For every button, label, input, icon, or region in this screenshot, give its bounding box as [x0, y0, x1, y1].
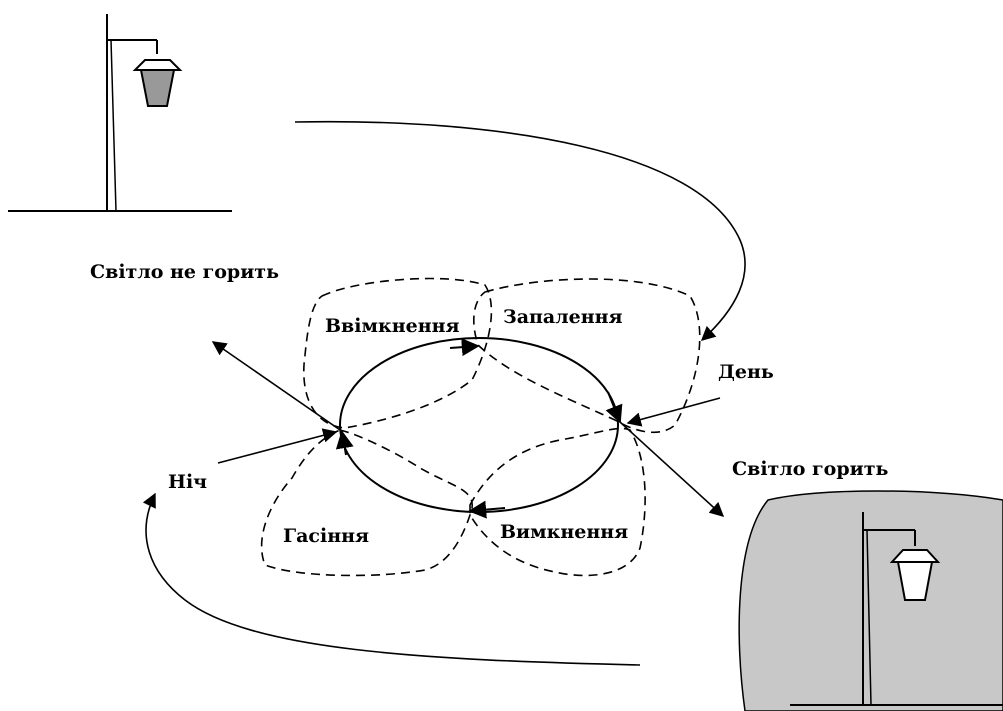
cycle-arrow-top [449, 338, 480, 357]
day-arrow [626, 397, 721, 427]
ignition-region [472, 278, 701, 434]
cycle-arrow-right [605, 391, 623, 424]
switch-on-region [303, 277, 493, 429]
light-on-label: Світло горить [732, 458, 888, 480]
switch-on-label: Ввімкнення [325, 315, 460, 337]
ignition-label: Запалення [503, 306, 623, 328]
lit-street-lamp-icon [790, 512, 1003, 706]
lit-street-lamp-area [738, 490, 1003, 711]
light-off-label: Світло не горить [90, 261, 279, 283]
top-curved-arrow [294, 120, 746, 341]
bottom-curved-arrow [142, 492, 641, 666]
cycle-arrow-bottom [468, 500, 506, 519]
light-off-arrow [211, 341, 344, 433]
switch-off-label: Вимкнення [500, 521, 628, 543]
cycle-arrow-left [335, 430, 354, 456]
day-label: День [718, 361, 774, 383]
light-on-arrow [619, 421, 725, 517]
extinguish-label: Гасіння [283, 525, 369, 547]
extinguish-region [260, 429, 473, 577]
night-label: Ніч [168, 471, 207, 493]
unlit-street-lamp-icon [8, 14, 232, 212]
night-arrow [217, 428, 338, 464]
switch-off-region [469, 427, 646, 577]
